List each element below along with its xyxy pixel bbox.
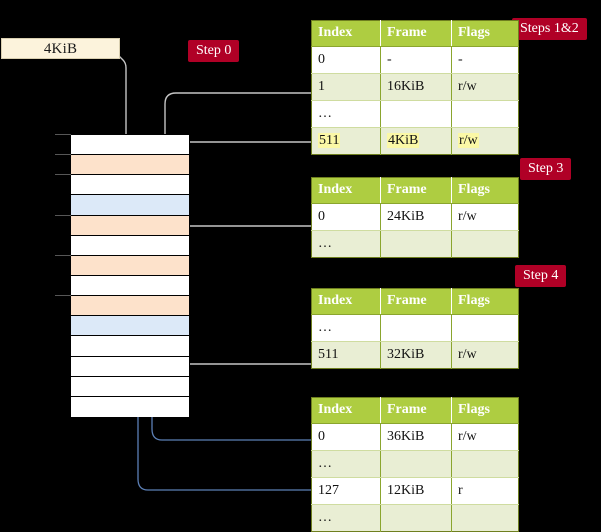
wire-table1-row511-to-memory (168, 141, 311, 249)
memory-frame-12 (71, 376, 189, 397)
memory-frame-13 (71, 396, 189, 417)
memory-frame-5 (71, 235, 189, 256)
table-row: … (311, 230, 519, 258)
column-header-index: Index (311, 177, 381, 204)
column-header-index: Index (311, 397, 381, 424)
memory-tick-0 (55, 134, 71, 135)
column-header-frame: Frame (380, 20, 452, 47)
memory-frame-4 (71, 215, 189, 236)
wire-table2-row0-to-memory (175, 225, 311, 269)
cell-index: … (311, 100, 381, 128)
table-row: … (311, 314, 519, 342)
cell-index: 1 (311, 73, 381, 101)
cell-flags: r/w (451, 341, 519, 369)
column-header-flags: Flags (451, 397, 519, 424)
physical-memory-column (70, 134, 190, 417)
cell-frame: 16KiB (380, 73, 452, 101)
memory-frame-10 (71, 336, 189, 357)
memory-tick-1 (55, 154, 71, 156)
memory-tick-8 (55, 295, 71, 297)
memory-tick-2 (55, 174, 71, 176)
cell-index: 0 (311, 46, 381, 74)
cell-flags: r/w (451, 203, 519, 231)
cell-flags (451, 230, 519, 258)
table-row: … (311, 450, 519, 478)
column-header-index: Index (311, 20, 381, 47)
cell-frame: 4KiB (380, 127, 452, 155)
cell-frame (380, 504, 452, 532)
cell-flags (451, 100, 519, 128)
table-row: … (311, 100, 519, 128)
column-header-flags: Flags (451, 288, 519, 315)
memory-frame-7 (71, 275, 189, 297)
cell-index: … (311, 450, 381, 478)
cell-flags: r/w (451, 127, 519, 155)
column-header-index: Index (311, 288, 381, 315)
cell-flags: r/w (451, 423, 519, 451)
highlighted-value: r/w (458, 133, 479, 148)
step-badge-steps-1-2: Steps 1&2 (512, 18, 587, 40)
cell-flags: r/w (451, 73, 519, 101)
cell-index: 127 (311, 477, 381, 505)
memory-frame-8 (71, 296, 189, 317)
virtual-address-label: 4KiB (1, 38, 120, 59)
cell-frame: 32KiB (380, 341, 452, 369)
table-row: 0-- (311, 46, 519, 74)
column-header-frame: Frame (380, 288, 452, 315)
cell-flags (451, 450, 519, 478)
cell-index: … (311, 314, 381, 342)
memory-frame-1 (71, 155, 189, 176)
cell-flags (451, 504, 519, 532)
cell-frame (380, 314, 452, 342)
memory-frame-2 (71, 175, 189, 196)
cell-frame: - (380, 46, 452, 74)
cell-frame (380, 100, 452, 128)
memory-frame-0 (71, 135, 189, 156)
highlighted-value: 4KiB (387, 133, 420, 148)
cell-frame (380, 230, 452, 258)
cell-flags: r (451, 477, 519, 505)
column-header-frame: Frame (380, 177, 452, 204)
memory-frame-11 (71, 356, 189, 377)
step-badge-step-3: Step 3 (520, 158, 572, 180)
cell-flags: - (451, 46, 519, 74)
cell-index: … (311, 504, 381, 532)
cell-frame (380, 450, 452, 478)
column-header-flags: Flags (451, 20, 519, 47)
table-row: … (311, 504, 519, 532)
highlighted-value: 511 (318, 133, 341, 148)
memory-frame-6 (71, 255, 189, 276)
memory-tick-4 (55, 214, 71, 216)
step-badge-step-0: Step 0 (188, 40, 240, 62)
cell-frame: 24KiB (380, 203, 452, 231)
cell-frame: 36KiB (380, 423, 452, 451)
step-badge-step-4: Step 4 (515, 265, 567, 287)
memory-tick-6 (55, 254, 71, 256)
cell-index: 0 (311, 423, 381, 451)
table-row: 511 4KiB r/w (311, 127, 519, 155)
cell-frame: 12KiB (380, 477, 452, 505)
column-header-flags: Flags (451, 177, 519, 204)
cell-index: 511 (311, 127, 381, 155)
cell-flags (451, 314, 519, 342)
memory-frame-3 (71, 195, 189, 216)
cell-index: … (311, 230, 381, 258)
memory-frame-9 (71, 316, 189, 337)
cell-index: 511 (311, 341, 381, 369)
cell-index: 0 (311, 203, 381, 231)
column-header-frame: Frame (380, 397, 452, 424)
